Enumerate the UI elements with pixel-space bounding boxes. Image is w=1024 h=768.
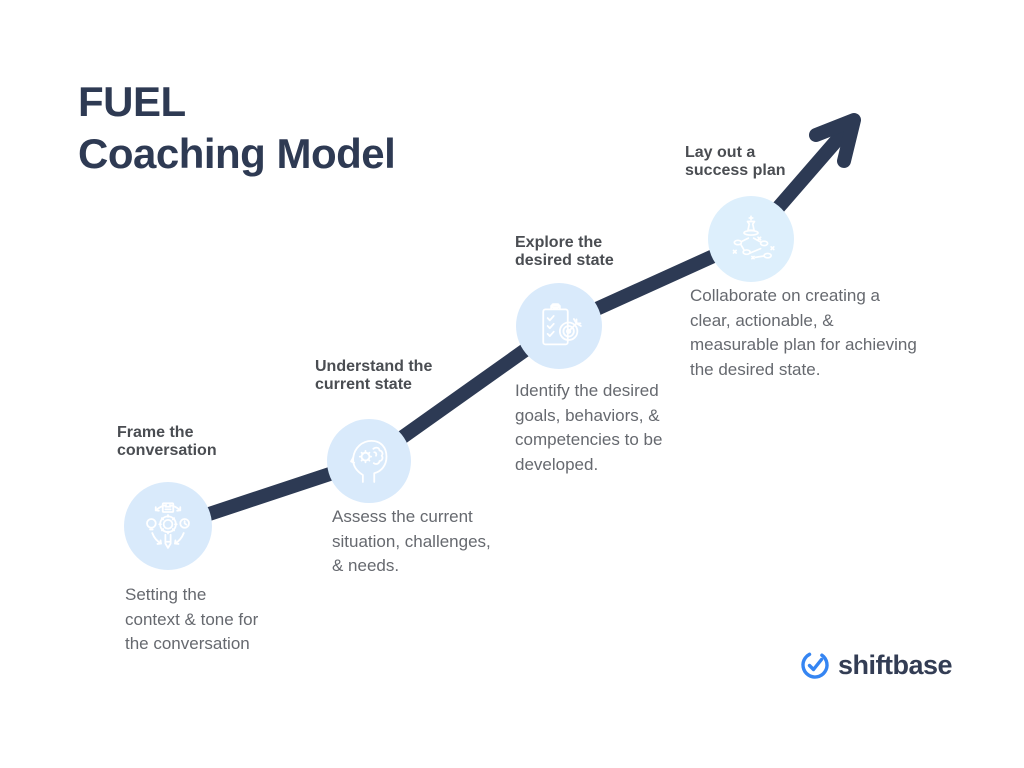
process-gear-pencil-icon bbox=[140, 498, 196, 554]
step-3-heading: Explore the desired state bbox=[515, 234, 614, 269]
step-4-description: Collaborate on creating a clear, actiona… bbox=[690, 286, 917, 379]
head-gear-brain-icon bbox=[341, 433, 397, 489]
step-2-heading: Understand the current state bbox=[315, 358, 433, 393]
step-1-circle bbox=[124, 482, 212, 570]
check-clock-icon bbox=[801, 651, 829, 679]
step-1-heading: Frame the conversation bbox=[117, 424, 217, 459]
step-4-heading: Lay out a success plan bbox=[685, 144, 786, 179]
shiftbase-logo: shiftbase bbox=[799, 649, 953, 681]
clipboard-checklist-target-icon bbox=[531, 298, 587, 354]
chess-strategy-plan-icon bbox=[723, 211, 779, 267]
step-3-circle bbox=[516, 283, 602, 369]
step-2-description: Assess the current situation, challenges… bbox=[332, 507, 491, 575]
growth-arrow-head bbox=[809, 113, 861, 168]
step-3-description: Identify the desired goals, behaviors, &… bbox=[515, 381, 663, 474]
step-2-circle bbox=[327, 419, 411, 503]
shiftbase-logo-text: shiftbase bbox=[838, 649, 953, 680]
page-title: FUEL Coaching Model bbox=[78, 78, 396, 177]
step-1-description: Setting the context & tone for the conve… bbox=[125, 585, 259, 653]
step-4-circle bbox=[708, 196, 794, 282]
